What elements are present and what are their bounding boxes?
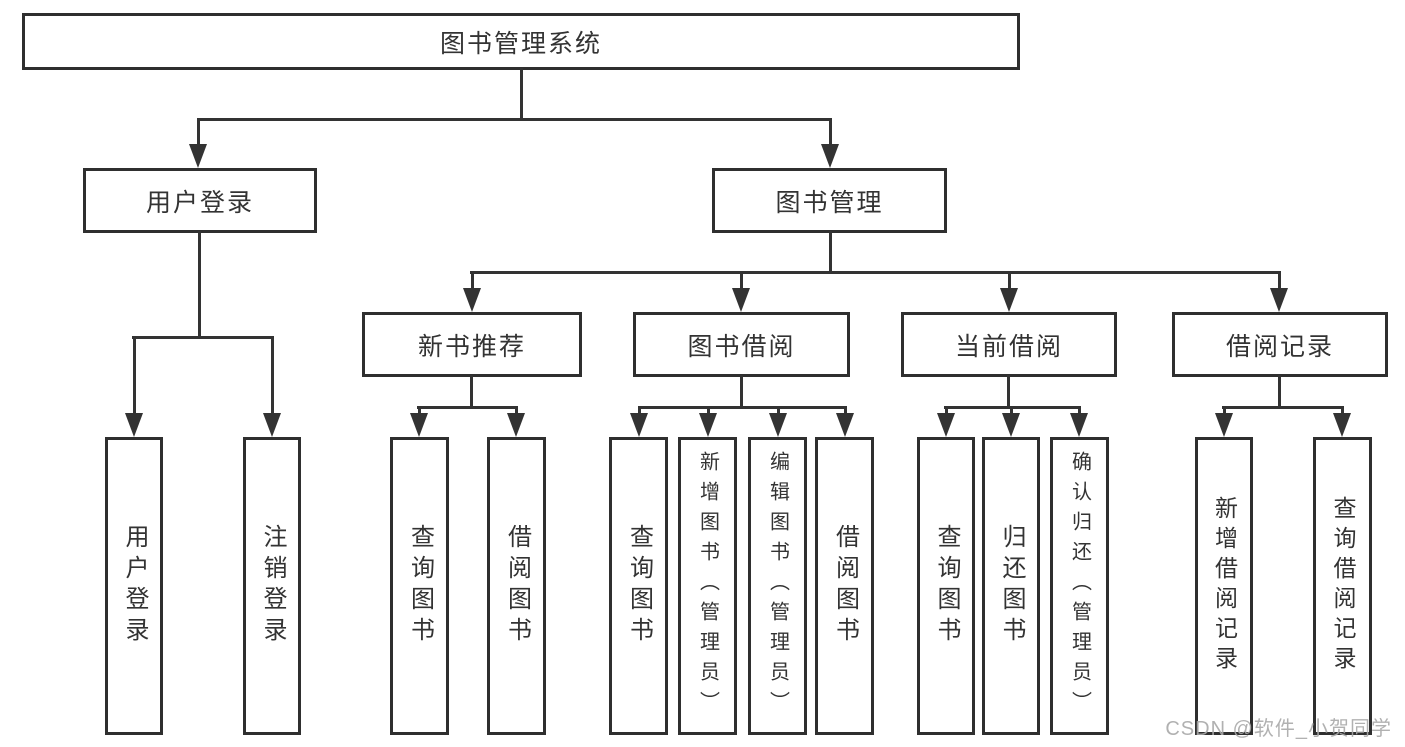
line: [638, 406, 847, 409]
node-label: 查询图书: [406, 524, 434, 648]
line: [1007, 375, 1010, 408]
line: [132, 336, 274, 339]
node-label: 注销登录: [259, 524, 286, 648]
arrow-down-icon: [1000, 288, 1018, 312]
leaf-logout: 注销登录: [243, 437, 301, 735]
line: [1278, 271, 1281, 291]
leaf-borrow-books-recommend: 借阅图书: [487, 437, 546, 735]
line: [470, 375, 473, 408]
line: [829, 231, 832, 274]
leaf-return-books: 归还图书: [982, 437, 1040, 735]
node-label: 查询图书: [625, 524, 653, 648]
node-label: 归还图书: [998, 524, 1025, 648]
node-root-library-system: 图书管理系统: [22, 13, 1020, 70]
node-label: 确认归还（管理员）: [1068, 451, 1091, 721]
line: [707, 406, 710, 416]
node-label: 用户登录: [145, 188, 254, 217]
node-current-borrow: 当前借阅: [901, 312, 1117, 377]
arrow-down-icon: [125, 413, 143, 437]
node-book-borrow: 图书借阅: [633, 312, 850, 377]
node-borrow-records: 借阅记录: [1172, 312, 1388, 377]
leaf-query-books-borrow: 查询图书: [609, 437, 668, 735]
arrow-down-icon: [821, 144, 839, 168]
line: [740, 271, 743, 291]
leaf-add-books-admin: 新增图书（管理员）: [678, 437, 737, 735]
node-label: 新书推荐: [417, 332, 526, 361]
node-label: 查询借阅记录: [1330, 496, 1356, 676]
line: [271, 336, 274, 416]
leaf-add-borrow-record: 新增借阅记录: [1195, 437, 1253, 735]
arrow-down-icon: [732, 288, 750, 312]
node-label: 当前借阅: [954, 332, 1063, 361]
arrow-down-icon: [836, 413, 854, 437]
node-user-login: 用户登录: [83, 168, 317, 233]
line: [417, 406, 518, 409]
node-label: 查询图书: [933, 524, 960, 648]
leaf-confirm-return-admin: 确认归还（管理员）: [1050, 437, 1109, 735]
node-label: 图书管理: [775, 188, 884, 217]
line: [197, 118, 832, 121]
node-label: 编辑图书（管理员）: [766, 451, 789, 721]
line: [470, 271, 1281, 274]
leaf-query-borrow-record: 查询借阅记录: [1313, 437, 1372, 735]
node-label: 借阅图书: [831, 524, 859, 648]
line: [133, 336, 136, 416]
arrow-down-icon: [410, 413, 428, 437]
line: [418, 406, 421, 416]
leaf-query-books-current: 查询图书: [917, 437, 975, 735]
line: [829, 118, 832, 150]
leaf-user-login: 用户登录: [105, 437, 163, 735]
line: [471, 271, 474, 291]
arrow-down-icon: [1070, 413, 1088, 437]
line: [945, 406, 948, 416]
arrow-down-icon: [630, 413, 648, 437]
line: [1223, 406, 1226, 416]
arrow-down-icon: [263, 413, 281, 437]
line: [1010, 406, 1013, 416]
arrow-down-icon: [1215, 413, 1233, 437]
node-label: 用户登录: [121, 524, 148, 648]
arrow-down-icon: [1270, 288, 1288, 312]
arrow-down-icon: [1333, 413, 1351, 437]
node-new-book-recommend: 新书推荐: [362, 312, 582, 377]
line: [515, 406, 518, 416]
node-label: 新增借阅记录: [1211, 496, 1238, 676]
arrow-down-icon: [769, 413, 787, 437]
arrow-down-icon: [937, 413, 955, 437]
arrow-down-icon: [507, 413, 525, 437]
arrow-down-icon: [699, 413, 717, 437]
line: [1078, 406, 1081, 416]
line: [638, 406, 641, 416]
line: [1222, 406, 1344, 409]
line: [198, 231, 201, 338]
csdn-watermark: CSDN @软件_小贺同学: [1165, 718, 1392, 740]
leaf-query-books-recommend: 查询图书: [390, 437, 449, 735]
arrow-down-icon: [1002, 413, 1020, 437]
line: [520, 68, 523, 120]
line: [197, 118, 200, 150]
node-label: 图书借阅: [687, 332, 796, 361]
line: [1278, 375, 1281, 408]
node-label: 借阅图书: [503, 524, 531, 648]
arrow-down-icon: [463, 288, 481, 312]
node-label: 新增图书（管理员）: [696, 451, 719, 721]
arrow-down-icon: [189, 144, 207, 168]
line: [777, 406, 780, 416]
node-label: 借阅记录: [1225, 332, 1334, 361]
line: [844, 406, 847, 416]
line: [1008, 271, 1011, 291]
node-book-management: 图书管理: [712, 168, 947, 233]
line: [1341, 406, 1344, 416]
node-label: 图书管理系统: [439, 29, 602, 58]
leaf-edit-books-admin: 编辑图书（管理员）: [748, 437, 807, 735]
leaf-borrow-books: 借阅图书: [815, 437, 874, 735]
line: [740, 375, 743, 408]
